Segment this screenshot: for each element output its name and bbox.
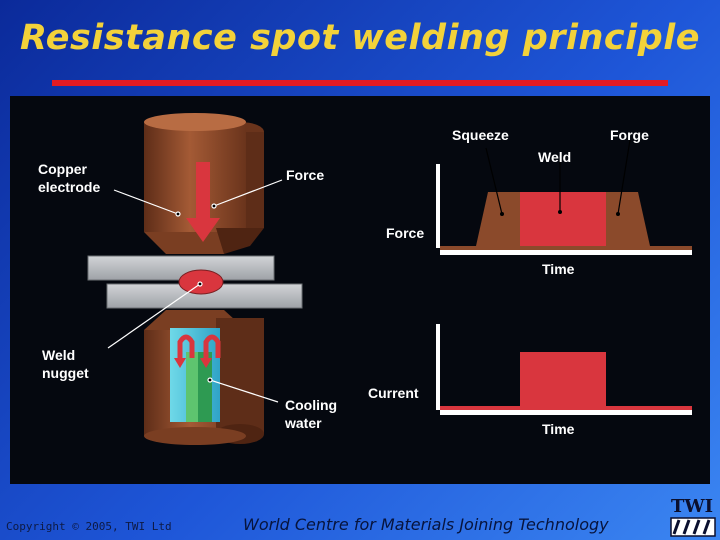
twi-logo-mark-icon (670, 517, 716, 537)
force-graph-xlabel: Time (542, 261, 575, 277)
weld-label: Weld (538, 149, 571, 165)
upper-electrode (144, 113, 264, 254)
copper-electrode-label-2: electrode (38, 179, 100, 195)
weld-nugget-label-1: Weld (42, 347, 75, 363)
slide-title: Resistance spot welding principle (20, 18, 700, 58)
current-pulse (520, 352, 606, 406)
diagram-panel: Copper electrode Force Weld nugget Cooli… (10, 96, 710, 484)
squeeze-label: Squeeze (452, 127, 509, 143)
lower-electrode (144, 310, 264, 445)
twi-logo-text: TWI (670, 496, 714, 517)
force-graph: Squeeze Weld Forge Force Time (386, 127, 692, 277)
force-arrow (186, 162, 220, 242)
current-graph-ylabel: Current (368, 385, 419, 401)
current-graph-y-axis (436, 324, 440, 410)
copper-electrode-label-1: Copper (38, 161, 88, 177)
current-graph-x-axis (440, 410, 692, 415)
force-graph-x-axis (440, 250, 692, 255)
force-label: Force (286, 167, 324, 183)
forge-label: Forge (610, 127, 649, 143)
twi-logo: TWI (667, 496, 717, 538)
weld-nugget-label-2: nugget (42, 365, 89, 381)
cooling-water-label-2: water (284, 415, 322, 431)
force-graph-y-axis (436, 164, 440, 248)
current-graph-baseline (440, 406, 692, 410)
squeeze-phase (476, 192, 520, 246)
force-graph-ylabel: Force (386, 225, 424, 241)
title-underline (52, 80, 668, 86)
copyright-notice: Copyright © 2005, TWI Ltd (6, 520, 172, 533)
leader-lines (107, 179, 283, 403)
sheet-metal (87, 255, 303, 309)
current-graph-xlabel: Time (542, 421, 575, 437)
footer-tagline: World Centre for Materials Joining Techn… (243, 515, 609, 534)
diagram-svg: Copper electrode Force Weld nugget Cooli… (38, 113, 692, 445)
forge-phase (606, 192, 650, 246)
cooling-water-label-1: Cooling (285, 397, 337, 413)
force-graph-baseline (440, 246, 692, 250)
current-graph: Current Time (368, 324, 692, 437)
weld-phase (520, 192, 606, 246)
